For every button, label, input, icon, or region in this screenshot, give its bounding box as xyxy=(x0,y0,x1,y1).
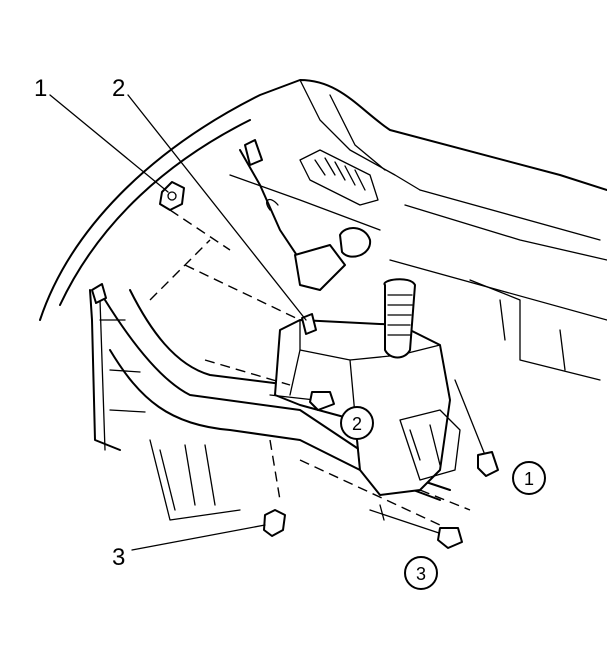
bolt-circled-3 xyxy=(369,504,463,549)
nut-item-3 xyxy=(263,509,286,537)
circled-callout-label-1: 1 xyxy=(524,469,534,489)
washer-reservoir xyxy=(274,278,461,496)
circled-callout-1: 1 xyxy=(512,461,546,495)
alignment-lines xyxy=(149,209,471,526)
circled-callout-2: 2 xyxy=(340,406,374,440)
circled-callout-label-3: 3 xyxy=(416,564,426,584)
callout-leaders xyxy=(49,94,307,551)
callout-label-3: 3 xyxy=(112,544,125,571)
callout-label-1: 1 xyxy=(34,75,47,102)
circled-callout-label-2: 2 xyxy=(352,414,362,434)
nut-item-1 xyxy=(159,181,185,211)
circled-callout-3: 3 xyxy=(404,556,438,590)
wiring-harness xyxy=(229,139,381,291)
fender-flange xyxy=(89,283,146,451)
vehicle-body-outline xyxy=(39,79,607,381)
cowl-vent-grille xyxy=(299,149,379,206)
support-bracket xyxy=(104,289,451,521)
bolt-circled-1 xyxy=(454,379,499,477)
bolt-circled-2 xyxy=(269,391,335,411)
callout-label-2: 2 xyxy=(112,75,125,102)
